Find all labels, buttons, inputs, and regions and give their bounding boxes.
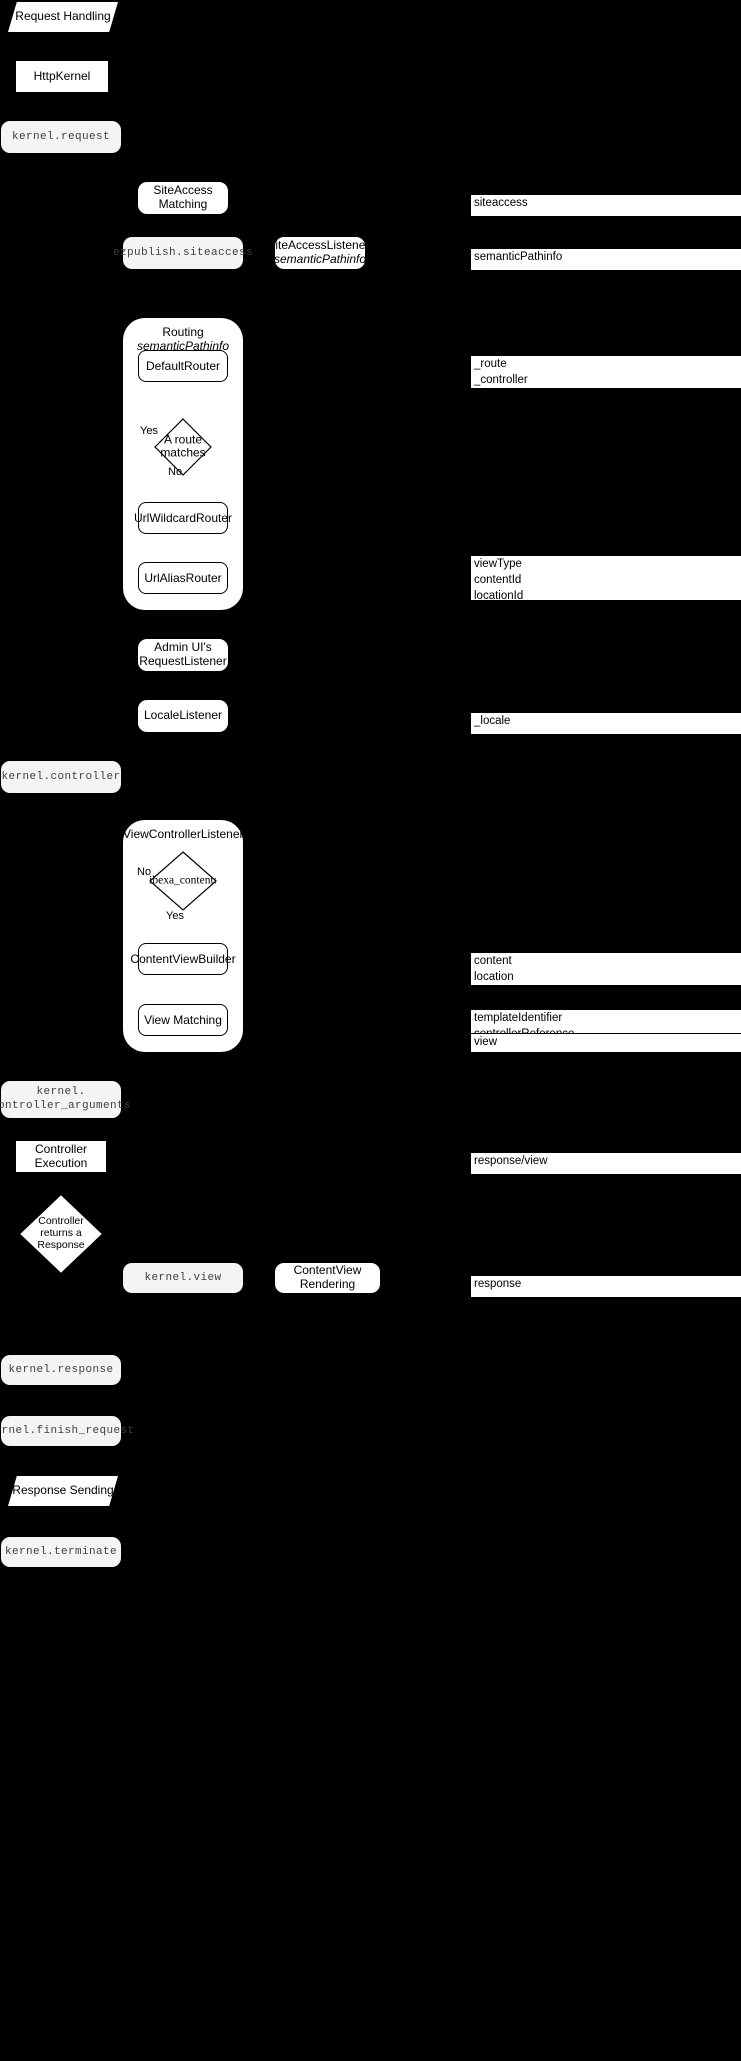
attr-content-location: content location <box>471 953 741 985</box>
node-view-matching[interactable]: View Matching <box>138 1004 228 1036</box>
event-kernel-terminate[interactable]: kernel.terminate <box>1 1537 121 1567</box>
decision-a-route-matches[interactable]: A route matches <box>153 417 213 477</box>
edge-label-route-yes: Yes <box>140 425 158 437</box>
attr-response-item-0: response <box>474 1278 522 1290</box>
node-siteaccess-matching-label: SiteAccess Matching <box>153 183 213 211</box>
node-http-kernel-label: HttpKernel <box>33 68 91 83</box>
node-default-router-label: DefaultRouter <box>145 359 221 373</box>
node-default-router[interactable]: DefaultRouter <box>138 350 228 382</box>
decision-controller-returns-response[interactable]: Controller returns a Response <box>20 1195 102 1273</box>
event-ezpublish-siteaccess-label: ezpublish.siteaccess <box>112 246 254 259</box>
node-url-wildcard-router-label: UrlWildcardRouter <box>133 511 233 525</box>
event-kernel-terminate-label: kernel.terminate <box>4 1545 118 1558</box>
node-url-alias-router[interactable]: UrlAliasRouter <box>138 562 228 594</box>
node-url-wildcard-router[interactable]: UrlWildcardRouter <box>134 502 232 534</box>
decision-ibexa-content[interactable]: ibexa_content: <box>148 850 218 912</box>
attr-response-view: response/view <box>471 1153 741 1174</box>
attr-siteaccess: siteaccess <box>471 195 741 216</box>
decision-controller-line2: returns a <box>40 1227 82 1240</box>
group-routing-title-emph: semanticPathinfo <box>136 339 230 354</box>
edge-label-ibexa-no: No <box>137 866 152 878</box>
node-siteaccess-matching[interactable]: SiteAccess Matching <box>138 182 228 214</box>
node-contentview-rendering-label: ContentView Rendering <box>293 1263 362 1291</box>
event-kernel-controller[interactable]: kernel.controller <box>1 761 121 793</box>
attr-template-controller-reference-item-0: templateIdentifier <box>474 1012 563 1024</box>
node-admin-ui-request-listener[interactable]: Admin UI's RequestListener <box>138 639 228 671</box>
node-url-alias-router-label: UrlAliasRouter <box>144 571 222 585</box>
event-kernel-finish-request-label: kernel.finish_request <box>0 1424 135 1437</box>
node-content-view-builder-label: ContentViewBuilder <box>130 952 236 966</box>
phase-response-sending: Response Sending <box>8 1476 118 1506</box>
attr-route-controller-item-0: _route <box>474 358 507 370</box>
attr-locale-item-0: _locale <box>474 715 511 727</box>
attr-view-content-location: viewType contentId locationId <box>471 556 741 602</box>
node-contentview-rendering[interactable]: ContentView Rendering <box>275 1263 380 1293</box>
node-controller-execution-label: Controller Execution <box>34 1141 88 1170</box>
attr-semantic-pathinfo: semanticPathinfo <box>471 249 741 270</box>
event-kernel-request[interactable]: kernel.request <box>1 121 121 153</box>
event-kernel-controller-label: kernel.controller <box>1 770 121 783</box>
node-controller-execution[interactable]: Controller Execution <box>16 1141 106 1172</box>
event-kernel-view[interactable]: kernel.view <box>123 1263 243 1293</box>
attr-content-location-item-0: content <box>474 955 512 967</box>
event-kernel-request-label: kernel.request <box>11 130 110 143</box>
attr-siteaccess-item-0: siteaccess <box>474 197 528 209</box>
node-siteaccess-listener-line2: semanticPathinfo <box>273 252 367 266</box>
event-kernel-view-label: kernel.view <box>144 1271 222 1284</box>
group-view-controller-listener-title: ViewControllerListener <box>123 827 244 841</box>
event-kernel-controller-arguments[interactable]: kernel. controller_arguments <box>0 1081 131 1118</box>
node-content-view-builder[interactable]: ContentViewBuilder <box>130 943 236 975</box>
attr-content-location-item-1: location <box>474 970 514 983</box>
attr-response: response <box>471 1276 741 1297</box>
attr-locale: _locale <box>471 713 741 734</box>
event-kernel-response-label: kernel.response <box>8 1363 114 1376</box>
decision-controller-returns-response-label: Controller returns a Response <box>20 1215 102 1252</box>
attr-view-content-location-item-2: locationId <box>474 589 524 602</box>
node-siteaccess-listener-line1: SiteAccessListener: <box>267 238 373 253</box>
node-view-matching-label: View Matching <box>144 1013 222 1027</box>
decision-controller-line1: Controller <box>38 1215 84 1228</box>
attr-route-controller: _route _controller <box>471 356 741 388</box>
event-kernel-finish-request[interactable]: kernel.finish_request <box>0 1416 134 1446</box>
attr-view-content-location-item-1: contentId <box>474 573 522 586</box>
phase-request-handling-label: Request Handling <box>15 9 111 24</box>
phase-request-handling: Request Handling <box>8 2 118 32</box>
edge-label-route-no: No <box>168 466 183 478</box>
decision-controller-line3: Response <box>37 1238 85 1251</box>
event-kernel-controller-arguments-line2: controller_arguments <box>0 1099 132 1112</box>
phase-response-sending-label: Response Sending <box>12 1483 114 1498</box>
attr-view-content-location-item-0: viewType <box>474 558 522 570</box>
node-siteaccess-listener[interactable]: SiteAccessListener: semanticPathinfo <box>267 237 373 269</box>
node-admin-ui-request-listener-line1: Admin UI's <box>154 640 212 655</box>
attr-semantic-pathinfo-item-0: semanticPathinfo <box>474 251 563 263</box>
event-kernel-controller-arguments-line1: kernel. <box>36 1085 86 1098</box>
node-locale-listener[interactable]: LocaleListener <box>138 700 228 732</box>
event-ezpublish-siteaccess[interactable]: ezpublish.siteaccess <box>113 237 253 269</box>
group-routing-title-prefix: Routing <box>162 325 204 339</box>
edge-label-ibexa-yes: Yes <box>166 910 184 922</box>
attr-view-item-0: view <box>474 1036 498 1048</box>
node-locale-listener-label: LocaleListener <box>143 708 223 723</box>
attr-view: view <box>471 1033 741 1052</box>
attr-route-controller-item-1: _controller <box>474 373 528 386</box>
node-admin-ui-request-listener-line2: RequestListener <box>139 654 227 668</box>
event-kernel-response[interactable]: kernel.response <box>1 1355 121 1385</box>
attr-response-view-item-0: response/view <box>474 1155 548 1167</box>
node-http-kernel[interactable]: HttpKernel <box>16 61 108 92</box>
